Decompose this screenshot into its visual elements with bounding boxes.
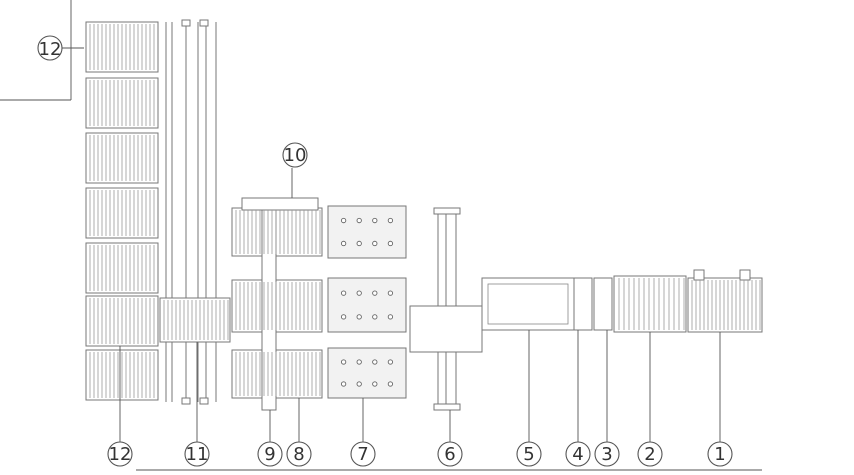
callout-10: 10 xyxy=(282,142,308,168)
tank-hole xyxy=(340,314,347,320)
callout-label: 8 xyxy=(293,444,304,465)
callout-circle xyxy=(707,441,733,467)
callout-circle xyxy=(107,441,133,467)
callout-10-label: 10 xyxy=(284,145,307,166)
corner-callout-label: 12 xyxy=(39,39,62,60)
callout-circle xyxy=(637,441,663,467)
tank-hole xyxy=(340,381,347,387)
tank-hole xyxy=(387,217,394,224)
callout-label: 1 xyxy=(714,444,725,465)
tank-hole xyxy=(372,359,378,365)
tank-hole xyxy=(340,290,347,296)
treatment-tanks xyxy=(327,205,407,399)
assembly-unit xyxy=(613,275,687,333)
tank-hole xyxy=(372,240,378,247)
tank-hole xyxy=(356,290,362,296)
tank-hole xyxy=(340,359,347,365)
inspection-station xyxy=(481,277,575,331)
tank-hole xyxy=(372,217,378,224)
callout-circle xyxy=(565,441,591,467)
tank-hole xyxy=(340,217,347,224)
callout-label: 3 xyxy=(601,444,612,465)
tank-hole xyxy=(372,314,378,320)
corner-callout-12: 12 xyxy=(37,35,84,61)
callout-label: 4 xyxy=(572,444,583,465)
tank-hole xyxy=(356,381,362,387)
tank-hole xyxy=(387,381,394,387)
callout-label: 6 xyxy=(444,444,455,465)
callout-circle xyxy=(437,441,463,467)
callout-label: 7 xyxy=(357,444,368,465)
storage-rack-column xyxy=(85,21,159,401)
tank-hole xyxy=(356,359,362,365)
callout-circle xyxy=(184,441,210,467)
callout-label: 12 xyxy=(109,444,132,465)
tank-hole xyxy=(387,290,394,296)
callout-circle xyxy=(516,441,542,467)
callout-label: 9 xyxy=(264,444,275,465)
callout-circle xyxy=(594,441,620,467)
gantry-area xyxy=(231,168,323,411)
tank-hole xyxy=(372,290,378,296)
tank-hole xyxy=(387,314,394,320)
tank-hole xyxy=(356,217,362,224)
callout-label: 11 xyxy=(186,444,209,465)
tank-hole xyxy=(356,240,362,247)
callout-label: 5 xyxy=(523,444,534,465)
callout-circle xyxy=(350,441,376,467)
tank-hole xyxy=(387,359,394,365)
callout-label: 2 xyxy=(644,444,655,465)
small-units xyxy=(573,277,613,331)
tank-hole xyxy=(372,381,378,387)
callout-circle xyxy=(286,441,312,467)
inset-frame xyxy=(0,0,72,101)
transfer-rails xyxy=(159,19,231,405)
tank-hole xyxy=(387,240,394,247)
loading-rack xyxy=(687,269,763,333)
callout-circle xyxy=(257,441,283,467)
cross-conveyor xyxy=(409,207,483,411)
tank-hole xyxy=(356,314,362,320)
tank-hole xyxy=(340,240,347,247)
